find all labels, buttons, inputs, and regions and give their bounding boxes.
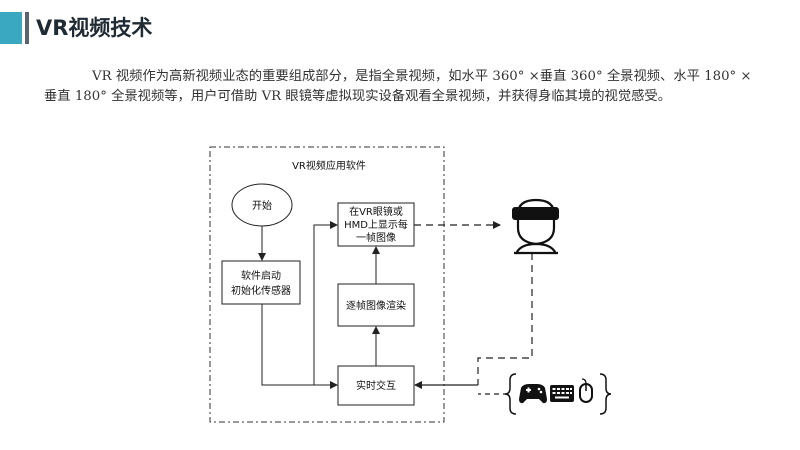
- devices-left-brace: [504, 373, 517, 415]
- slide-title-bar: VR视频技术: [0, 12, 800, 44]
- arrow-init-to-interact: [261, 304, 338, 389]
- init-box-label-1: 软件启动: [241, 269, 281, 282]
- init-box: [221, 260, 301, 305]
- software-container-label: VR视频应用软件: [292, 159, 366, 172]
- input-devices-group: [504, 373, 612, 415]
- interact-box-label: 实时交互: [356, 379, 396, 392]
- arrow-interact-to-display: [313, 221, 338, 386]
- title-accent-divider: [25, 12, 29, 44]
- display-box: [337, 202, 415, 247]
- render-box-label: 逐帧图像渲染: [346, 299, 406, 312]
- vr-headset-user-icon: [512, 198, 559, 255]
- title-accent-block: [0, 12, 22, 44]
- intro-paragraph: VR 视频作为高新视频业态的重要组成部分，是指全景视频，如水平 360° ×垂直…: [44, 69, 752, 104]
- dashed-line-user-to-junction: [477, 253, 533, 385]
- devices-right-brace: [599, 373, 612, 415]
- start-node-label: 开始: [252, 199, 272, 212]
- display-box-label-2: HMD上显示每: [344, 218, 408, 231]
- display-box-label-1: 在VR眼镜或: [349, 205, 403, 218]
- mouse-icon: [579, 378, 593, 403]
- gamepad-icon: [519, 384, 547, 404]
- keyboard-icon: [550, 385, 574, 402]
- display-box-label-3: 一帧图像: [356, 231, 396, 244]
- slide-title: VR视频技术: [36, 16, 153, 40]
- init-box-label-2: 初始化传感器: [231, 284, 291, 297]
- software-container: [209, 146, 445, 423]
